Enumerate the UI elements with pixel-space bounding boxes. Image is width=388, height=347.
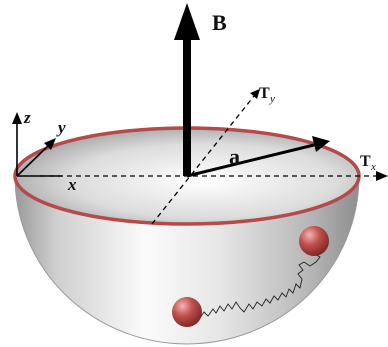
ty-axis-arrowhead	[250, 89, 260, 99]
vector-a-label: a	[229, 144, 240, 169]
b-field-label: B	[212, 10, 227, 35]
vector-a-shaft	[186, 142, 319, 178]
axis-z-label: z	[23, 108, 31, 127]
axis-x-label: x	[67, 175, 77, 194]
tx-axis-arrowhead	[376, 171, 388, 181]
b-field-arrowhead	[174, 3, 200, 40]
vector-a-arrowhead	[312, 136, 330, 152]
particle-end	[299, 226, 329, 256]
axis-y-label: y	[56, 118, 66, 137]
ty-label-subscript: y	[269, 93, 275, 105]
ty-axis-line	[151, 95, 255, 225]
tx-label: T	[360, 153, 371, 170]
ty-label: T	[259, 85, 270, 102]
particle-start	[172, 297, 202, 327]
particle-trajectory	[195, 253, 321, 319]
b-field-shaft	[183, 38, 191, 176]
coordinate-triad	[12, 112, 62, 177]
tx-label-subscript: x	[370, 161, 376, 173]
